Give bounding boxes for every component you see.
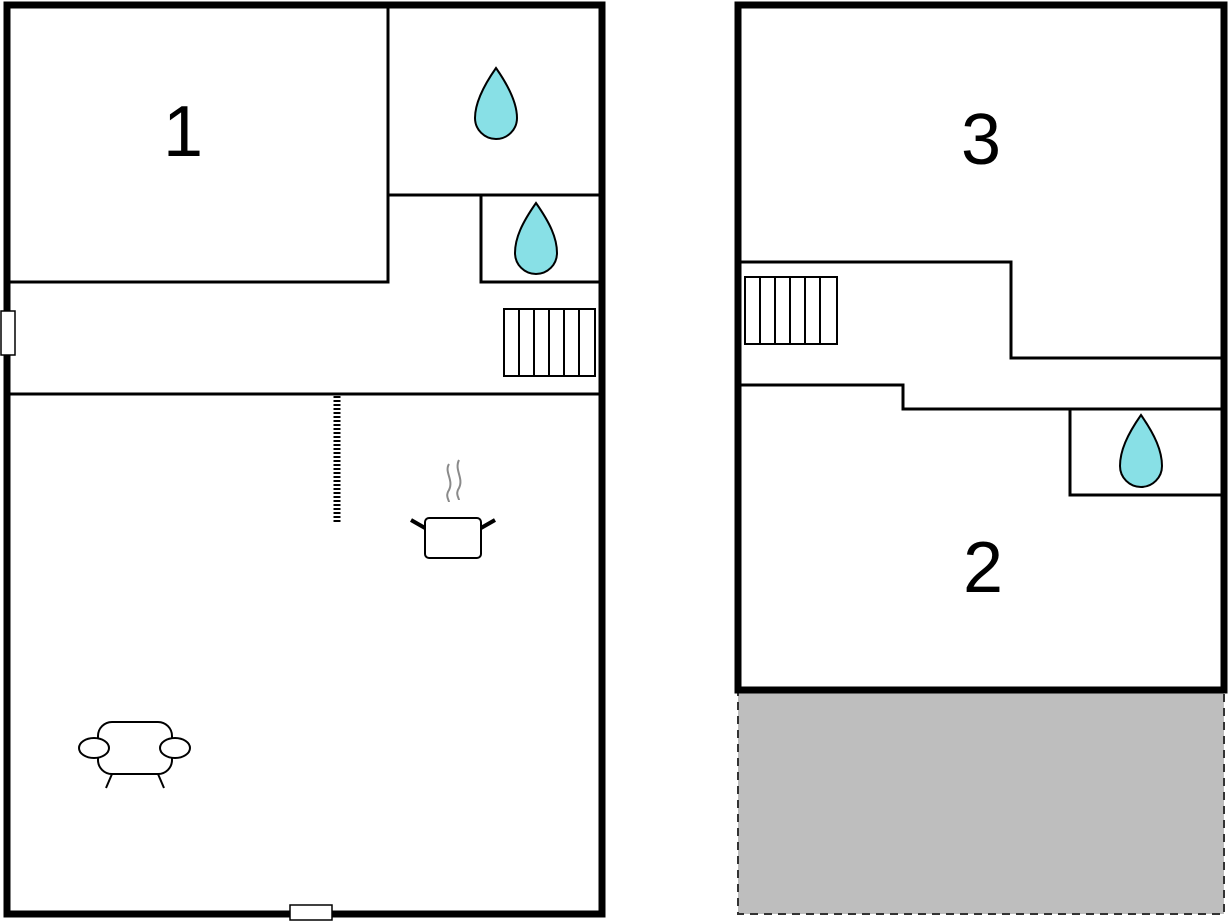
stairs-icon xyxy=(744,276,838,345)
ground-floor-plan: 1 xyxy=(0,1,606,921)
room-label-3: 3 xyxy=(961,100,1001,180)
bathroom-small-wall xyxy=(479,193,604,284)
stairs-icon xyxy=(503,308,596,377)
entrance-door xyxy=(289,904,333,921)
cooking-pot-icon xyxy=(410,459,496,559)
armchair-icon xyxy=(78,721,191,789)
upper-floor-outer-wall xyxy=(734,1,1228,694)
room-2-walls xyxy=(736,383,1226,411)
bathroom-upper-floor-wall xyxy=(1068,407,1226,497)
ground-floor-outer-wall xyxy=(3,1,606,918)
upper-floor-plan: 3 2 xyxy=(734,1,1228,915)
room-3-walls xyxy=(736,260,1226,360)
water-drop-icon xyxy=(473,66,519,140)
room-label-1: 1 xyxy=(163,92,203,172)
room-1-walls xyxy=(5,3,390,284)
water-drop-icon xyxy=(1118,413,1164,488)
room-label-2: 2 xyxy=(963,528,1003,608)
water-drop-icon xyxy=(513,201,559,275)
window-left xyxy=(0,310,16,356)
terrace-area xyxy=(737,689,1225,915)
